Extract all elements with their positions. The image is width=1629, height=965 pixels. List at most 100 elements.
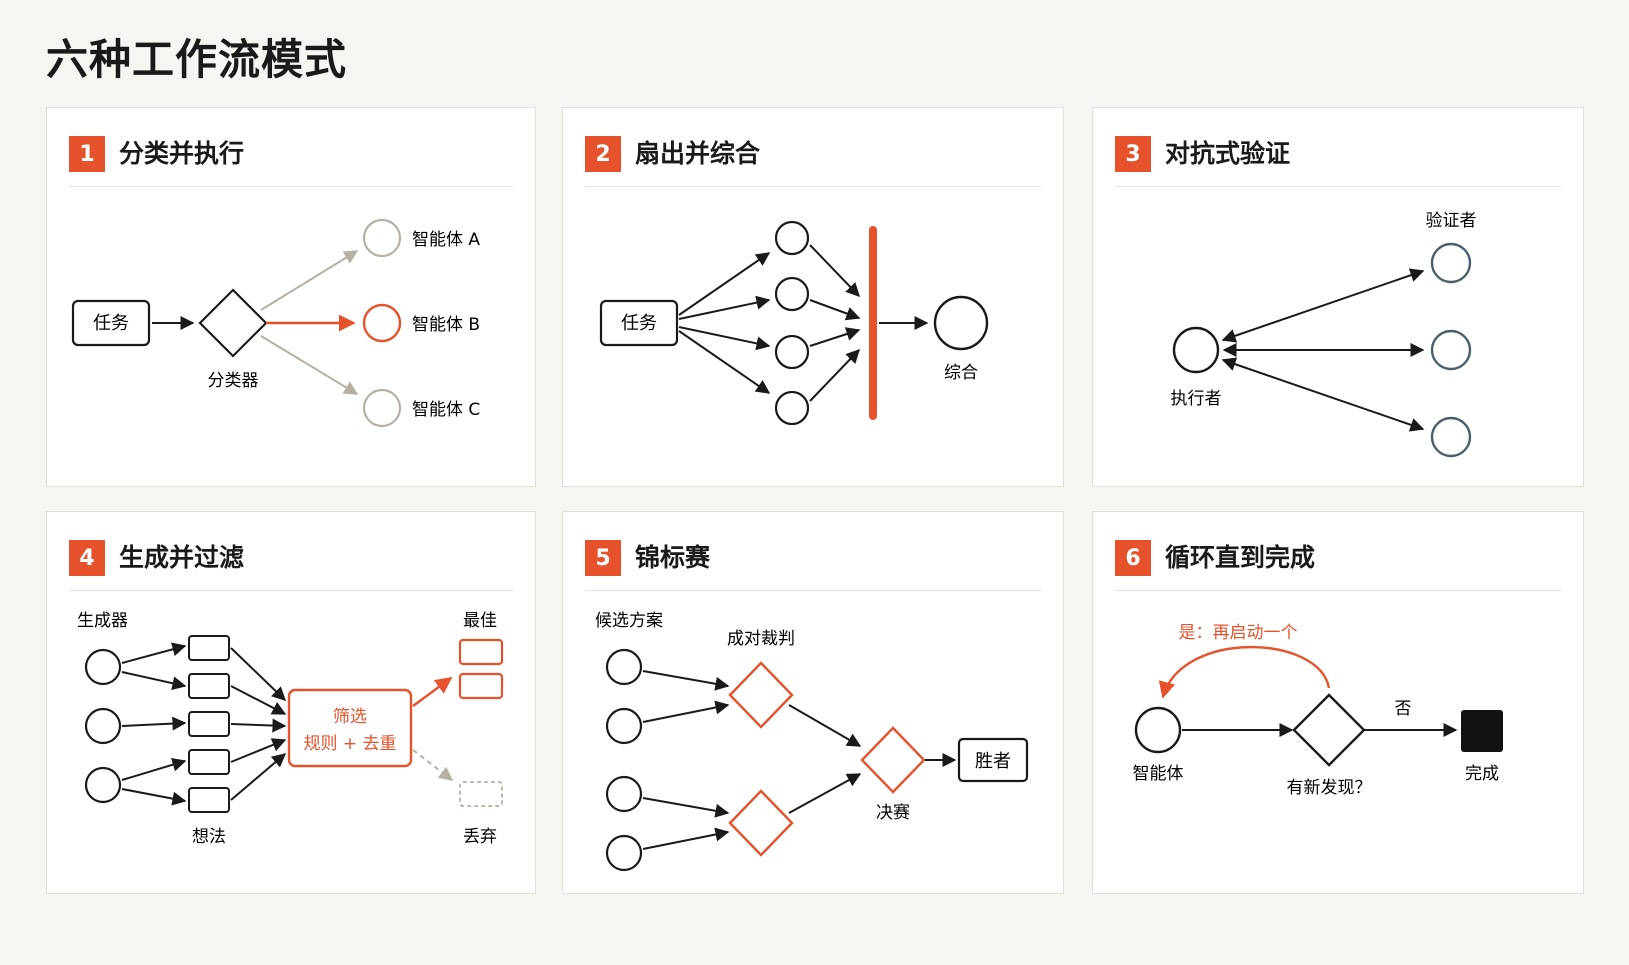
panel-title: 扇出并综合 bbox=[635, 139, 761, 168]
agent-b-label: 智能体 B bbox=[412, 315, 480, 335]
discard-box bbox=[459, 781, 503, 807]
pairwise-judge-diamond-1 bbox=[728, 661, 794, 729]
agent-c-node bbox=[362, 388, 402, 428]
synthesize-node bbox=[933, 295, 989, 351]
idea-box-1 bbox=[188, 635, 230, 661]
final-diamond bbox=[860, 726, 926, 794]
panel-number-badge: 2 bbox=[585, 136, 621, 172]
task-box bbox=[599, 299, 679, 347]
panel-number-badge: 5 bbox=[585, 540, 621, 576]
best-box-2 bbox=[458, 672, 504, 700]
idea-arrow-1 bbox=[230, 647, 287, 701]
task-label: 任务 bbox=[621, 313, 657, 334]
gen-arrow-3a bbox=[121, 757, 187, 781]
to-best-arrow bbox=[412, 677, 453, 707]
pairwise-judge-diamond-2 bbox=[728, 789, 794, 857]
agent-c-label: 智能体 C bbox=[412, 400, 480, 420]
generator-node-3 bbox=[84, 766, 122, 804]
agent-a-node bbox=[362, 218, 402, 258]
agent-b-node bbox=[362, 303, 402, 343]
worker-node-2 bbox=[774, 276, 810, 312]
arrow-to-agent-c bbox=[260, 335, 359, 395]
tournament-diagram: 候选方案 成对裁判 决赛 胜者 bbox=[595, 611, 1029, 872]
worker-node-3 bbox=[774, 334, 810, 370]
panel-title: 循环直到完成 bbox=[1165, 543, 1316, 572]
generate-filter-diagram: 生成器 想法 筛选 规则 + 去重 最佳 丢弃 bbox=[77, 611, 504, 847]
gen-arrow-1a bbox=[121, 642, 187, 664]
worker-node-1 bbox=[774, 220, 810, 256]
panel-number-badge: 1 bbox=[69, 136, 105, 172]
new-finding-diamond bbox=[1292, 693, 1366, 767]
loop-diagram: 是：再启动一个 智能体 有新发现？ 否 完成 bbox=[1133, 623, 1503, 798]
winner-box bbox=[957, 737, 1029, 783]
idea-box-3 bbox=[188, 711, 230, 737]
candidates-label: 候选方案 bbox=[595, 611, 663, 631]
arrow-to-agent-a bbox=[260, 250, 359, 311]
best-label: 最佳 bbox=[463, 611, 497, 631]
to-discard-arrow bbox=[412, 749, 454, 781]
restart-loop-arrow bbox=[1158, 645, 1331, 699]
cand-arrow-2 bbox=[642, 700, 730, 723]
verifier-node-1 bbox=[1430, 242, 1472, 284]
panel-header: 5 锦标赛 bbox=[585, 540, 1041, 591]
discard-label: 丢弃 bbox=[463, 827, 497, 847]
panel-fanout-synthesize: 2 扇出并综合 任务 综合 bbox=[562, 107, 1064, 487]
new-finding-label: 有新发现？ bbox=[1287, 778, 1372, 798]
semi-arrow-1 bbox=[788, 704, 862, 747]
idea-box-5 bbox=[188, 787, 230, 813]
fan-arrow-1 bbox=[678, 252, 771, 316]
cand-arrow-3 bbox=[642, 797, 730, 818]
fan-arrow-4 bbox=[678, 330, 771, 394]
gen-arrow-2 bbox=[121, 716, 187, 731]
filter-title: 筛选 bbox=[333, 707, 367, 727]
panel-adversarial-verify: 3 对抗式验证 验证者 执行者 bbox=[1092, 107, 1584, 487]
panel-generate-filter: 4 生成并过滤 生成器 想法 筛选 规则 + 去重 最佳 bbox=[46, 511, 536, 894]
task-label: 任务 bbox=[93, 313, 129, 334]
classifier-diamond bbox=[198, 288, 268, 358]
panel-header: 2 扇出并综合 bbox=[585, 136, 1041, 187]
panel-title: 分类并执行 bbox=[119, 139, 245, 168]
agent-label: 智能体 bbox=[1133, 764, 1184, 784]
generator-node-2 bbox=[84, 707, 122, 745]
candidate-node-2 bbox=[605, 707, 643, 745]
fan-arrow-2 bbox=[678, 295, 771, 320]
verifier-label: 验证者 bbox=[1426, 211, 1477, 231]
fan-arrow-3 bbox=[678, 326, 771, 351]
panel-number-badge: 6 bbox=[1115, 540, 1151, 576]
page-title: 六种工作流模式 bbox=[46, 35, 348, 84]
semi-arrow-2 bbox=[788, 773, 862, 814]
panel-title: 生成并过滤 bbox=[119, 543, 245, 572]
ideas-label: 想法 bbox=[192, 827, 226, 847]
idea-arrow-3 bbox=[230, 718, 287, 733]
candidate-node-4 bbox=[605, 834, 643, 872]
idea-arrow-4 bbox=[230, 738, 287, 763]
gather-arrow-1 bbox=[809, 244, 860, 298]
classifier-label: 分类器 bbox=[208, 371, 259, 391]
panel-tournament: 5 锦标赛 候选方案 成对裁判 决赛 胜者 bbox=[562, 511, 1064, 894]
gen-arrow-1b bbox=[121, 671, 187, 691]
gather-arrow-4 bbox=[809, 348, 860, 402]
synthesize-label: 综合 bbox=[944, 363, 978, 383]
verify-arrow-1 bbox=[1221, 268, 1425, 343]
verify-arrow-3 bbox=[1221, 357, 1425, 432]
fanout-diagram: 任务 综合 bbox=[599, 220, 989, 426]
best-box-1 bbox=[458, 638, 504, 666]
gen-arrow-3b bbox=[121, 788, 187, 806]
final-label: 决赛 bbox=[876, 802, 910, 823]
done-node bbox=[1461, 710, 1503, 752]
worker-node-4 bbox=[774, 390, 810, 426]
generators-label: 生成器 bbox=[77, 611, 128, 631]
task-box bbox=[71, 299, 151, 347]
executor-node bbox=[1172, 326, 1220, 374]
classify-diagram: 任务 分类器 智能体 A 智能体 B 智能体 C bbox=[71, 218, 480, 428]
panel-header: 1 分类并执行 bbox=[69, 136, 513, 187]
agent-node bbox=[1134, 706, 1182, 754]
panel-loop-until-done: 6 循环直到完成 是：再启动一个 智能体 有新发现？ 否 完成 bbox=[1092, 511, 1584, 894]
panel-number-badge: 4 bbox=[69, 540, 105, 576]
candidate-node-3 bbox=[605, 775, 643, 813]
pairwise-label: 成对裁判 bbox=[727, 629, 795, 649]
filter-box bbox=[287, 688, 413, 768]
idea-box-2 bbox=[188, 673, 230, 699]
idea-box-4 bbox=[188, 749, 230, 775]
no-label: 否 bbox=[1395, 699, 1412, 719]
